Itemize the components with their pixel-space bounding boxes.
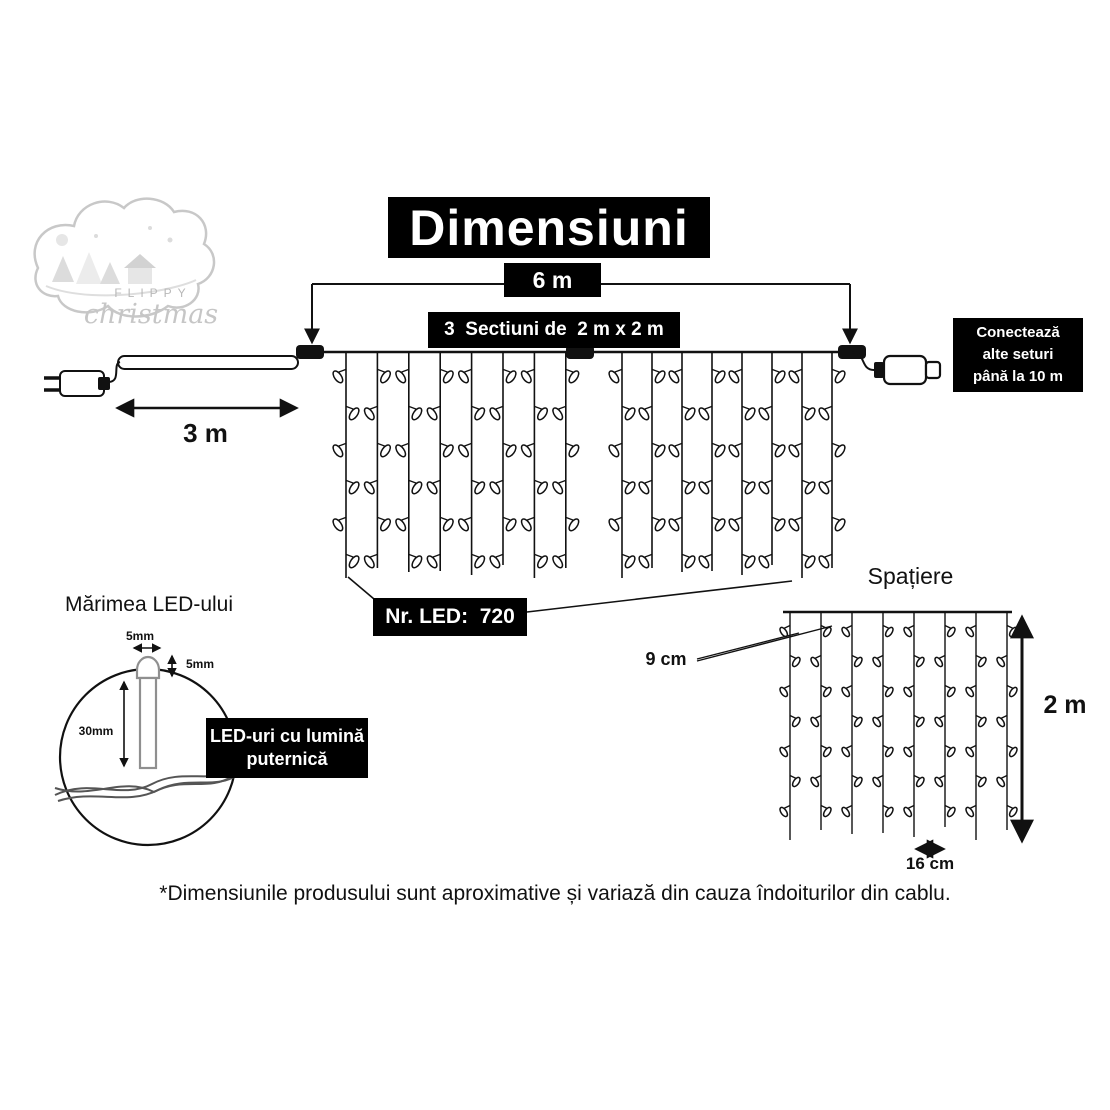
power-plug-icon — [44, 370, 110, 397]
lead-length-label: 3 m — [183, 417, 228, 448]
led-note-line: LED-uri cu lumină — [209, 725, 364, 746]
led-size-title: Mărimea LED-ului — [64, 593, 234, 616]
total-width-label: 6 m — [504, 263, 601, 297]
spacing-title: Spațiere — [867, 562, 954, 589]
bulb-width-label: 5mm — [125, 629, 154, 643]
footer-disclaimer: *Dimensiunile produsului sunt aproximati… — [159, 882, 951, 905]
string-gap-label: 16 cm — [905, 854, 955, 873]
body-height-label: 30mm — [78, 724, 114, 738]
led-count-label: Nr. LED: 720 — [373, 598, 527, 636]
spacing-curtain — [779, 612, 1018, 840]
led-size-illustration — [54, 643, 238, 847]
page-title: Dimensiuni — [388, 197, 710, 258]
extension-note: Conectează alte seturi până la 10 m — [953, 318, 1083, 392]
left-curtain — [332, 352, 580, 578]
extension-note-line: Conectează — [976, 324, 1060, 342]
led-note-line: puternică — [246, 749, 328, 769]
extension-connector-icon — [851, 351, 942, 386]
logo-name: FLIPPY — [114, 286, 192, 300]
led-note: LED-uri cu lumină puternică — [206, 718, 368, 778]
drop-height-label: 2 m — [1043, 690, 1087, 719]
extension-note-line: până la 10 m — [972, 367, 1064, 385]
spacing-diagram — [696, 610, 1034, 859]
led-gap-label: 9 cm — [645, 648, 687, 669]
logo-cloud-icon — [33, 197, 216, 318]
logo-scene — [52, 226, 173, 284]
sections-label: 3 Sectiuni de 2 m x 2 m — [428, 312, 680, 348]
bulb-height-label: 5mm — [185, 657, 214, 671]
right-curtain — [608, 352, 846, 578]
extension-note-line: alte seturi — [982, 346, 1054, 364]
led-count-pointer-lines — [347, 576, 793, 613]
led-bulb-icon — [135, 655, 161, 770]
logo-script-name: christmas — [83, 298, 219, 330]
lead-wire — [107, 355, 299, 383]
